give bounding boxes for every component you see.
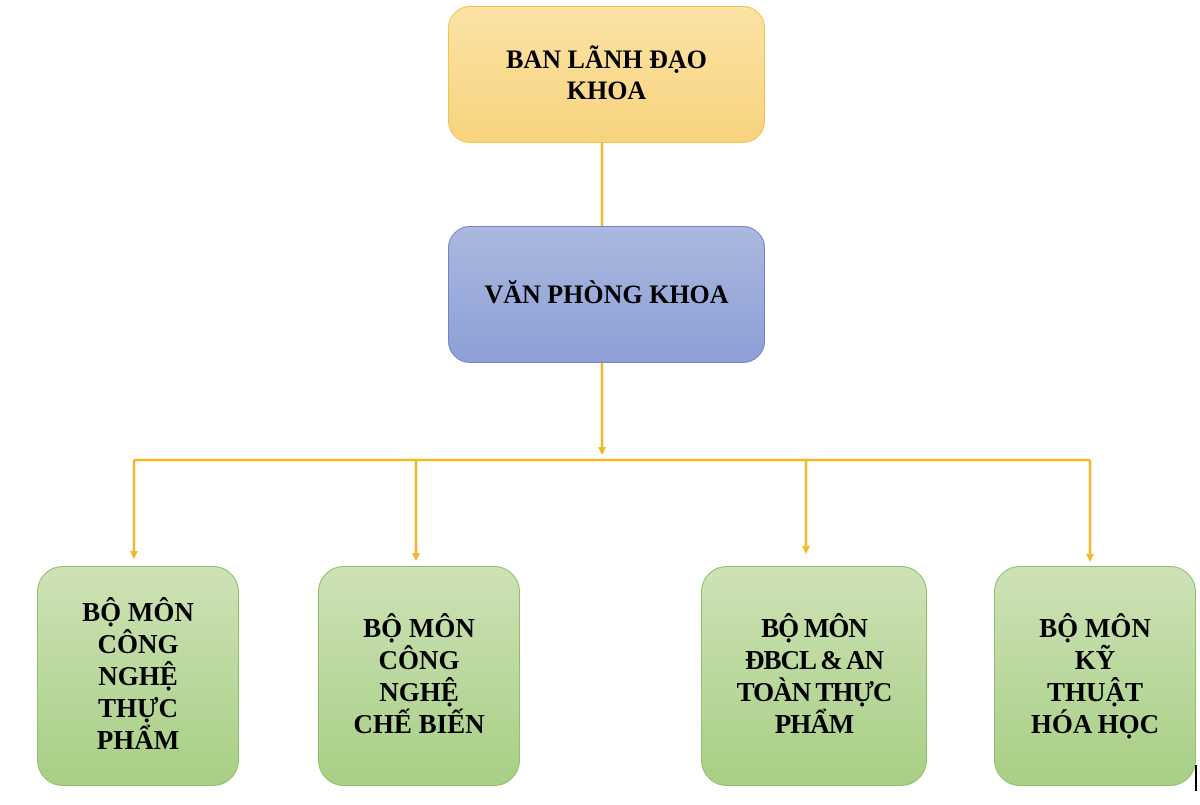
department-1-line-4: THỰC bbox=[98, 693, 178, 723]
faculty-leadership-line-1: BAN LÃNH ĐẠO bbox=[506, 44, 707, 74]
department-quality-food-safety-box: BỘ MÔN ĐBCL & AN TOÀN THỰC PHẨM bbox=[701, 566, 927, 786]
faculty-office-label: VĂN PHÒNG KHOA bbox=[484, 280, 729, 309]
department-2-line-1: BỘ MÔN bbox=[363, 613, 475, 643]
department-1-line-3: NGHỆ bbox=[98, 661, 178, 691]
department-4-line-2: KỸ bbox=[1074, 645, 1116, 675]
faculty-leadership-box: BAN LÃNH ĐẠO KHOA bbox=[448, 6, 765, 143]
department-1-line-5: PHẨM bbox=[96, 725, 180, 755]
faculty-office-box: VĂN PHÒNG KHOA bbox=[448, 226, 765, 363]
department-chemical-engineering-box: BỘ MÔN KỸ THUẬT HÓA HỌC bbox=[994, 566, 1196, 786]
department-3-line-2: ĐBCL & AN bbox=[744, 645, 884, 675]
department-4-line-3: THUẬT bbox=[1046, 677, 1144, 707]
department-4-line-4: HÓA HỌC bbox=[1030, 709, 1160, 739]
department-1-line-1: BỘ MÔN bbox=[82, 597, 194, 627]
department-2-line-4: CHẾ BIẾN bbox=[353, 709, 485, 739]
department-food-technology-box: BỘ MÔN CÔNG NGHỆ THỰC PHẨM bbox=[37, 566, 239, 786]
department-3-line-1: BỘ MÔN bbox=[761, 613, 868, 643]
department-processing-technology-box: BỘ MÔN CÔNG NGHỆ CHẾ BIẾN bbox=[318, 566, 520, 786]
department-1-line-2: CÔNG bbox=[97, 629, 179, 659]
text-cursor-mark bbox=[1195, 765, 1197, 791]
department-3-line-3: TOÀN THỰC bbox=[736, 677, 893, 707]
department-4-line-1: BỘ MÔN bbox=[1039, 613, 1151, 643]
faculty-leadership-line-2: KHOA bbox=[566, 75, 647, 105]
department-2-line-3: NGHỆ bbox=[379, 677, 459, 707]
department-3-line-4: PHẨM bbox=[774, 709, 854, 739]
department-2-line-2: CÔNG bbox=[378, 645, 460, 675]
